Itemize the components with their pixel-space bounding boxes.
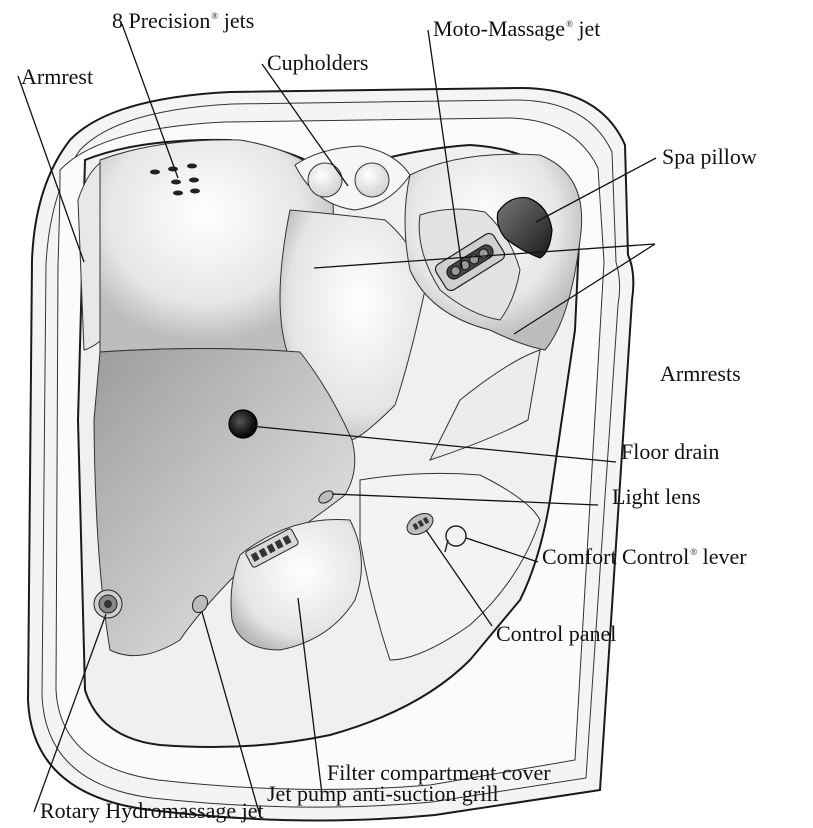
label-armrests: Armrests — [660, 363, 741, 385]
label-anti-suction-grill: Jet pump anti-suction grill — [267, 783, 499, 805]
cupholder-right — [355, 163, 389, 197]
label-moto-massage-jet: Moto-Massage® jet — [433, 18, 600, 40]
label-comfort-control-lever: Comfort Control® lever — [542, 546, 747, 568]
label-floor-drain: Floor drain — [621, 441, 719, 463]
label-armrest: Armrest — [21, 66, 93, 88]
label-rotary-hydromassage-jet: Rotary Hydromassage jet — [40, 800, 264, 822]
rotary-hydromassage-jet — [94, 590, 122, 618]
label-precision-jets: 8 Precision® jets — [112, 10, 254, 32]
cupholder-left — [308, 163, 342, 197]
label-cupholders: Cupholders — [267, 52, 368, 74]
label-spa-pillow: Spa pillow — [662, 146, 757, 168]
floor-drain — [229, 410, 257, 438]
label-light-lens: Light lens — [612, 486, 701, 508]
label-control-panel: Control panel — [496, 623, 616, 645]
